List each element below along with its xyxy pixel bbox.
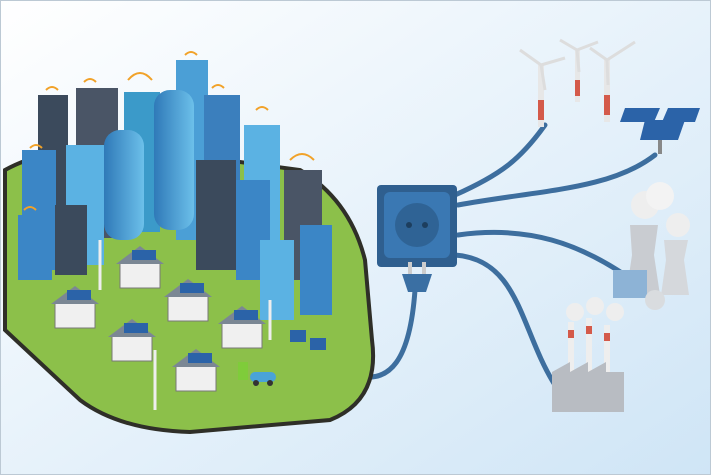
house (218, 306, 266, 349)
solar-panel-icon (662, 108, 700, 122)
house (164, 279, 212, 322)
electric-car-icon (250, 372, 276, 386)
power-cables (352, 122, 658, 388)
building (18, 215, 52, 280)
solar-panel-icon (620, 108, 660, 122)
building (55, 205, 87, 275)
building (300, 225, 332, 315)
power-socket-icon (377, 185, 457, 267)
city-buildings (18, 60, 332, 320)
house (51, 286, 99, 329)
wind-turbine-icon (519, 48, 566, 127)
wind-turbine-icon (559, 38, 599, 102)
cable-to-solar (455, 152, 658, 208)
wind-turbine-icon (589, 40, 636, 122)
wifi-signal-icons (23, 51, 315, 211)
houses (51, 246, 266, 392)
small-wind-turbines (98, 240, 272, 410)
building (260, 240, 294, 320)
factory-icon (552, 297, 624, 412)
solar-panel-icon (290, 330, 326, 350)
wind-turbines (519, 38, 636, 127)
solar-panel-icon (640, 120, 685, 140)
solar-panels (620, 108, 700, 154)
house (172, 349, 220, 392)
charging-station-icon (238, 362, 248, 380)
cable-to-wind (452, 122, 548, 198)
nuclear-plant-icon (613, 182, 690, 310)
cable-to-nuclear (455, 229, 628, 278)
house (108, 319, 156, 362)
round-tower (104, 130, 144, 240)
round-tower (154, 90, 194, 230)
cable-to-factory (452, 252, 558, 388)
house (116, 246, 164, 289)
building (196, 160, 236, 270)
plug-icon (402, 262, 432, 292)
